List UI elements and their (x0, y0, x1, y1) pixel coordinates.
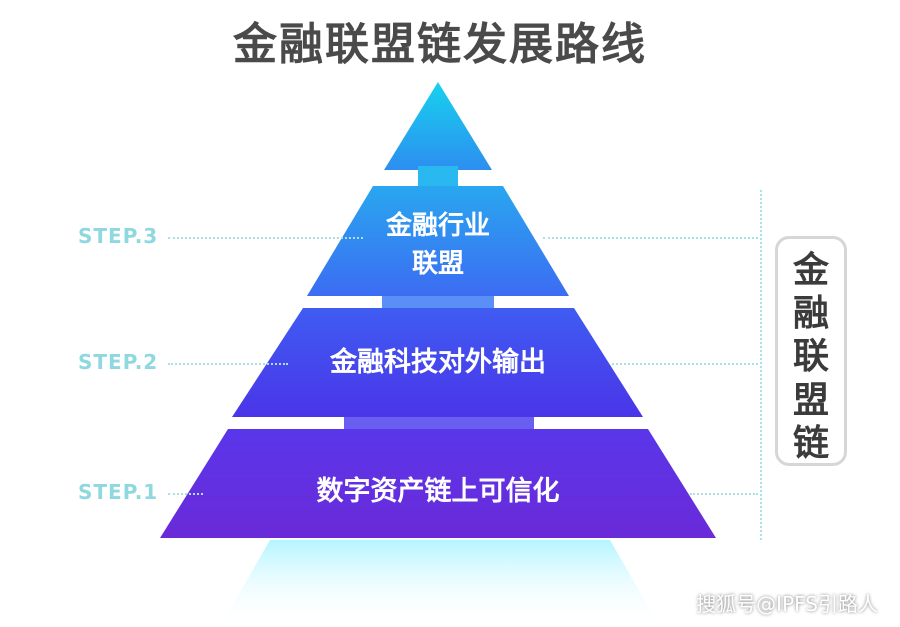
tier-1-shape (160, 429, 716, 538)
step-3-guide-left (168, 237, 363, 239)
side-label-box: 金 融 联 盟 链 (775, 236, 847, 466)
arrow-head (384, 82, 492, 170)
step-2-guide-left (168, 363, 288, 365)
tier-3-text: 金融行业 联盟 (385, 211, 490, 279)
tier-1-text: 数字资产链上可信化 (316, 476, 560, 507)
step-3-guide-right (543, 237, 758, 239)
tier-3-connector (382, 296, 494, 308)
step-1-label: STEP.1 (78, 480, 159, 504)
step-2-guide-right (612, 363, 758, 365)
diagram-title: 金融联盟链发展路线 (233, 19, 647, 70)
watermark: 搜狐号@IPFS引路人 (696, 592, 878, 616)
tier-3-shape (307, 186, 569, 296)
base-glow (220, 540, 660, 627)
side-guide-line (760, 190, 762, 540)
tier-2-text: 金融科技对外输出 (330, 347, 546, 378)
arrow-shaft (418, 166, 458, 188)
side-label-text: 金 融 联 盟 链 (792, 250, 829, 464)
step-1-guide-right (690, 493, 758, 495)
step-1-guide-left (168, 493, 203, 495)
step-2-label: STEP.2 (78, 350, 159, 374)
step-3-label: STEP.3 (78, 224, 159, 248)
tier-2-connector (344, 417, 534, 429)
tier-2-shape (232, 308, 643, 417)
